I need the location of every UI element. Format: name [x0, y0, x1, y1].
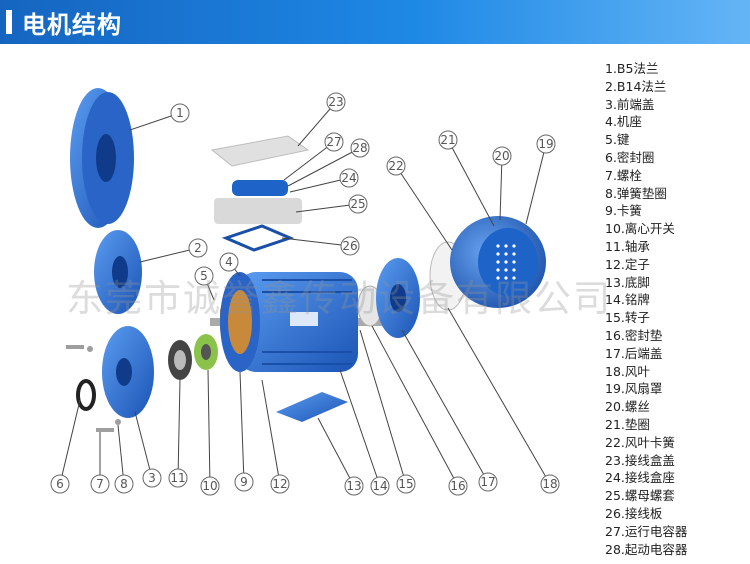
parts-list-item: 25.螺母螺套	[605, 487, 745, 505]
parts-list-item: 26.接线板	[605, 505, 745, 523]
callout-number: 11	[170, 471, 185, 485]
parts-list-item: 19.风扇罩	[605, 380, 745, 398]
callout-number: 8	[120, 477, 128, 491]
callout-leader-line	[60, 400, 80, 484]
header-bar: 电机结构	[0, 0, 750, 44]
callout-number: 2	[194, 241, 202, 255]
parts-list-item: 12.定子	[605, 256, 745, 274]
part-fan-cover	[450, 216, 546, 308]
part-foot	[276, 392, 348, 422]
parts-list-item: 24.接线盒座	[605, 469, 745, 487]
callout-leader-line	[135, 412, 152, 478]
parts-list-item: 16.密封垫	[605, 327, 745, 345]
parts-list-item: 15.转子	[605, 309, 745, 327]
callout-leader-line	[318, 418, 354, 486]
part-rear-end-cover	[376, 258, 420, 338]
parts-list-item: 9.卡簧	[605, 202, 745, 220]
callout-leader-line	[448, 140, 494, 226]
parts-list-item: 2.B14法兰	[605, 78, 745, 96]
callout-number: 18	[542, 477, 557, 491]
callout-number: 26	[342, 239, 357, 253]
callout-leader-line	[340, 370, 380, 486]
parts-list-item: 3.前端盖	[605, 96, 745, 114]
part-centrifugal-switch	[194, 334, 218, 370]
parts-list-item: 5.键	[605, 131, 745, 149]
parts-list-item: 7.螺栓	[605, 167, 745, 185]
callout-number: 19	[538, 137, 553, 151]
callout-leader-line	[500, 156, 502, 220]
callout-number: 20	[494, 149, 509, 163]
callout-number: 22	[388, 159, 403, 173]
parts-list-item: 22.风叶卡簧	[605, 434, 745, 452]
parts-list-item: 14.铭牌	[605, 291, 745, 309]
callout-leader-line	[448, 308, 550, 484]
part-front-end-cover	[102, 326, 154, 418]
callout-number: 21	[440, 133, 455, 147]
part-b5-flange	[70, 88, 134, 228]
parts-list-item: 10.离心开关	[605, 220, 745, 238]
parts-list-item: 11.轴承	[605, 238, 745, 256]
part-motor-frame	[220, 272, 358, 372]
callout-number: 10	[202, 479, 217, 493]
callout-number: 27	[326, 135, 341, 149]
parts-list-item: 20.螺丝	[605, 398, 745, 416]
callout-number: 6	[56, 477, 64, 491]
callout-leader-line	[282, 238, 350, 246]
page-title: 电机结构	[22, 5, 122, 40]
callout-number: 7	[96, 477, 104, 491]
callout-number: 28	[352, 141, 367, 155]
callout-number: 9	[240, 475, 248, 489]
callout-number: 15	[398, 477, 413, 491]
parts-list-item: 23.接线盒盖	[605, 452, 745, 470]
parts-list-item: 17.后端盖	[605, 345, 745, 363]
callout-number: 5	[200, 269, 208, 283]
callout-number: 16	[450, 479, 465, 493]
parts-list-item: 4.机座	[605, 113, 745, 131]
part-seal-ring	[78, 381, 94, 409]
callout-leader-line	[396, 166, 452, 250]
parts-list-item: 21.垫圈	[605, 416, 745, 434]
parts-list-item: 8.弹簧垫圈	[605, 185, 745, 203]
callout-leader-line	[526, 144, 546, 224]
callout-number: 17	[480, 475, 495, 489]
callout-number: 12	[272, 477, 287, 491]
part-b14-flange	[94, 230, 142, 314]
part-bearing	[168, 340, 192, 380]
callout-number: 23	[328, 95, 343, 109]
parts-list-item: 27.运行电容器	[605, 523, 745, 541]
header-accent-mark	[6, 10, 12, 34]
parts-list-item: 18.风叶	[605, 363, 745, 381]
parts-list-item: 13.底脚	[605, 274, 745, 292]
parts-list: 1.B5法兰2.B14法兰3.前端盖4.机座5.键6.密封圈7.螺栓8.弹簧垫圈…	[605, 60, 745, 558]
callout-number: 1	[176, 106, 184, 120]
part-terminal-board	[226, 226, 290, 250]
parts-list-item: 6.密封圈	[605, 149, 745, 167]
callout-leader-line	[178, 380, 180, 478]
callout-number: 25	[350, 197, 365, 211]
callout-number: 13	[346, 479, 361, 493]
callout-leader-line	[240, 372, 244, 482]
callout-number: 3	[148, 471, 156, 485]
callout-leader-line	[208, 370, 210, 486]
callout-number: 4	[225, 255, 233, 269]
callout-number: 14	[372, 479, 387, 493]
part-terminal-box	[212, 136, 308, 224]
callout-leader-line	[262, 380, 280, 484]
parts-list-item: 1.B5法兰	[605, 60, 745, 78]
parts-list-item: 28.起动电容器	[605, 541, 745, 559]
callout-number: 24	[341, 171, 356, 185]
callout-leader-line	[360, 330, 406, 484]
